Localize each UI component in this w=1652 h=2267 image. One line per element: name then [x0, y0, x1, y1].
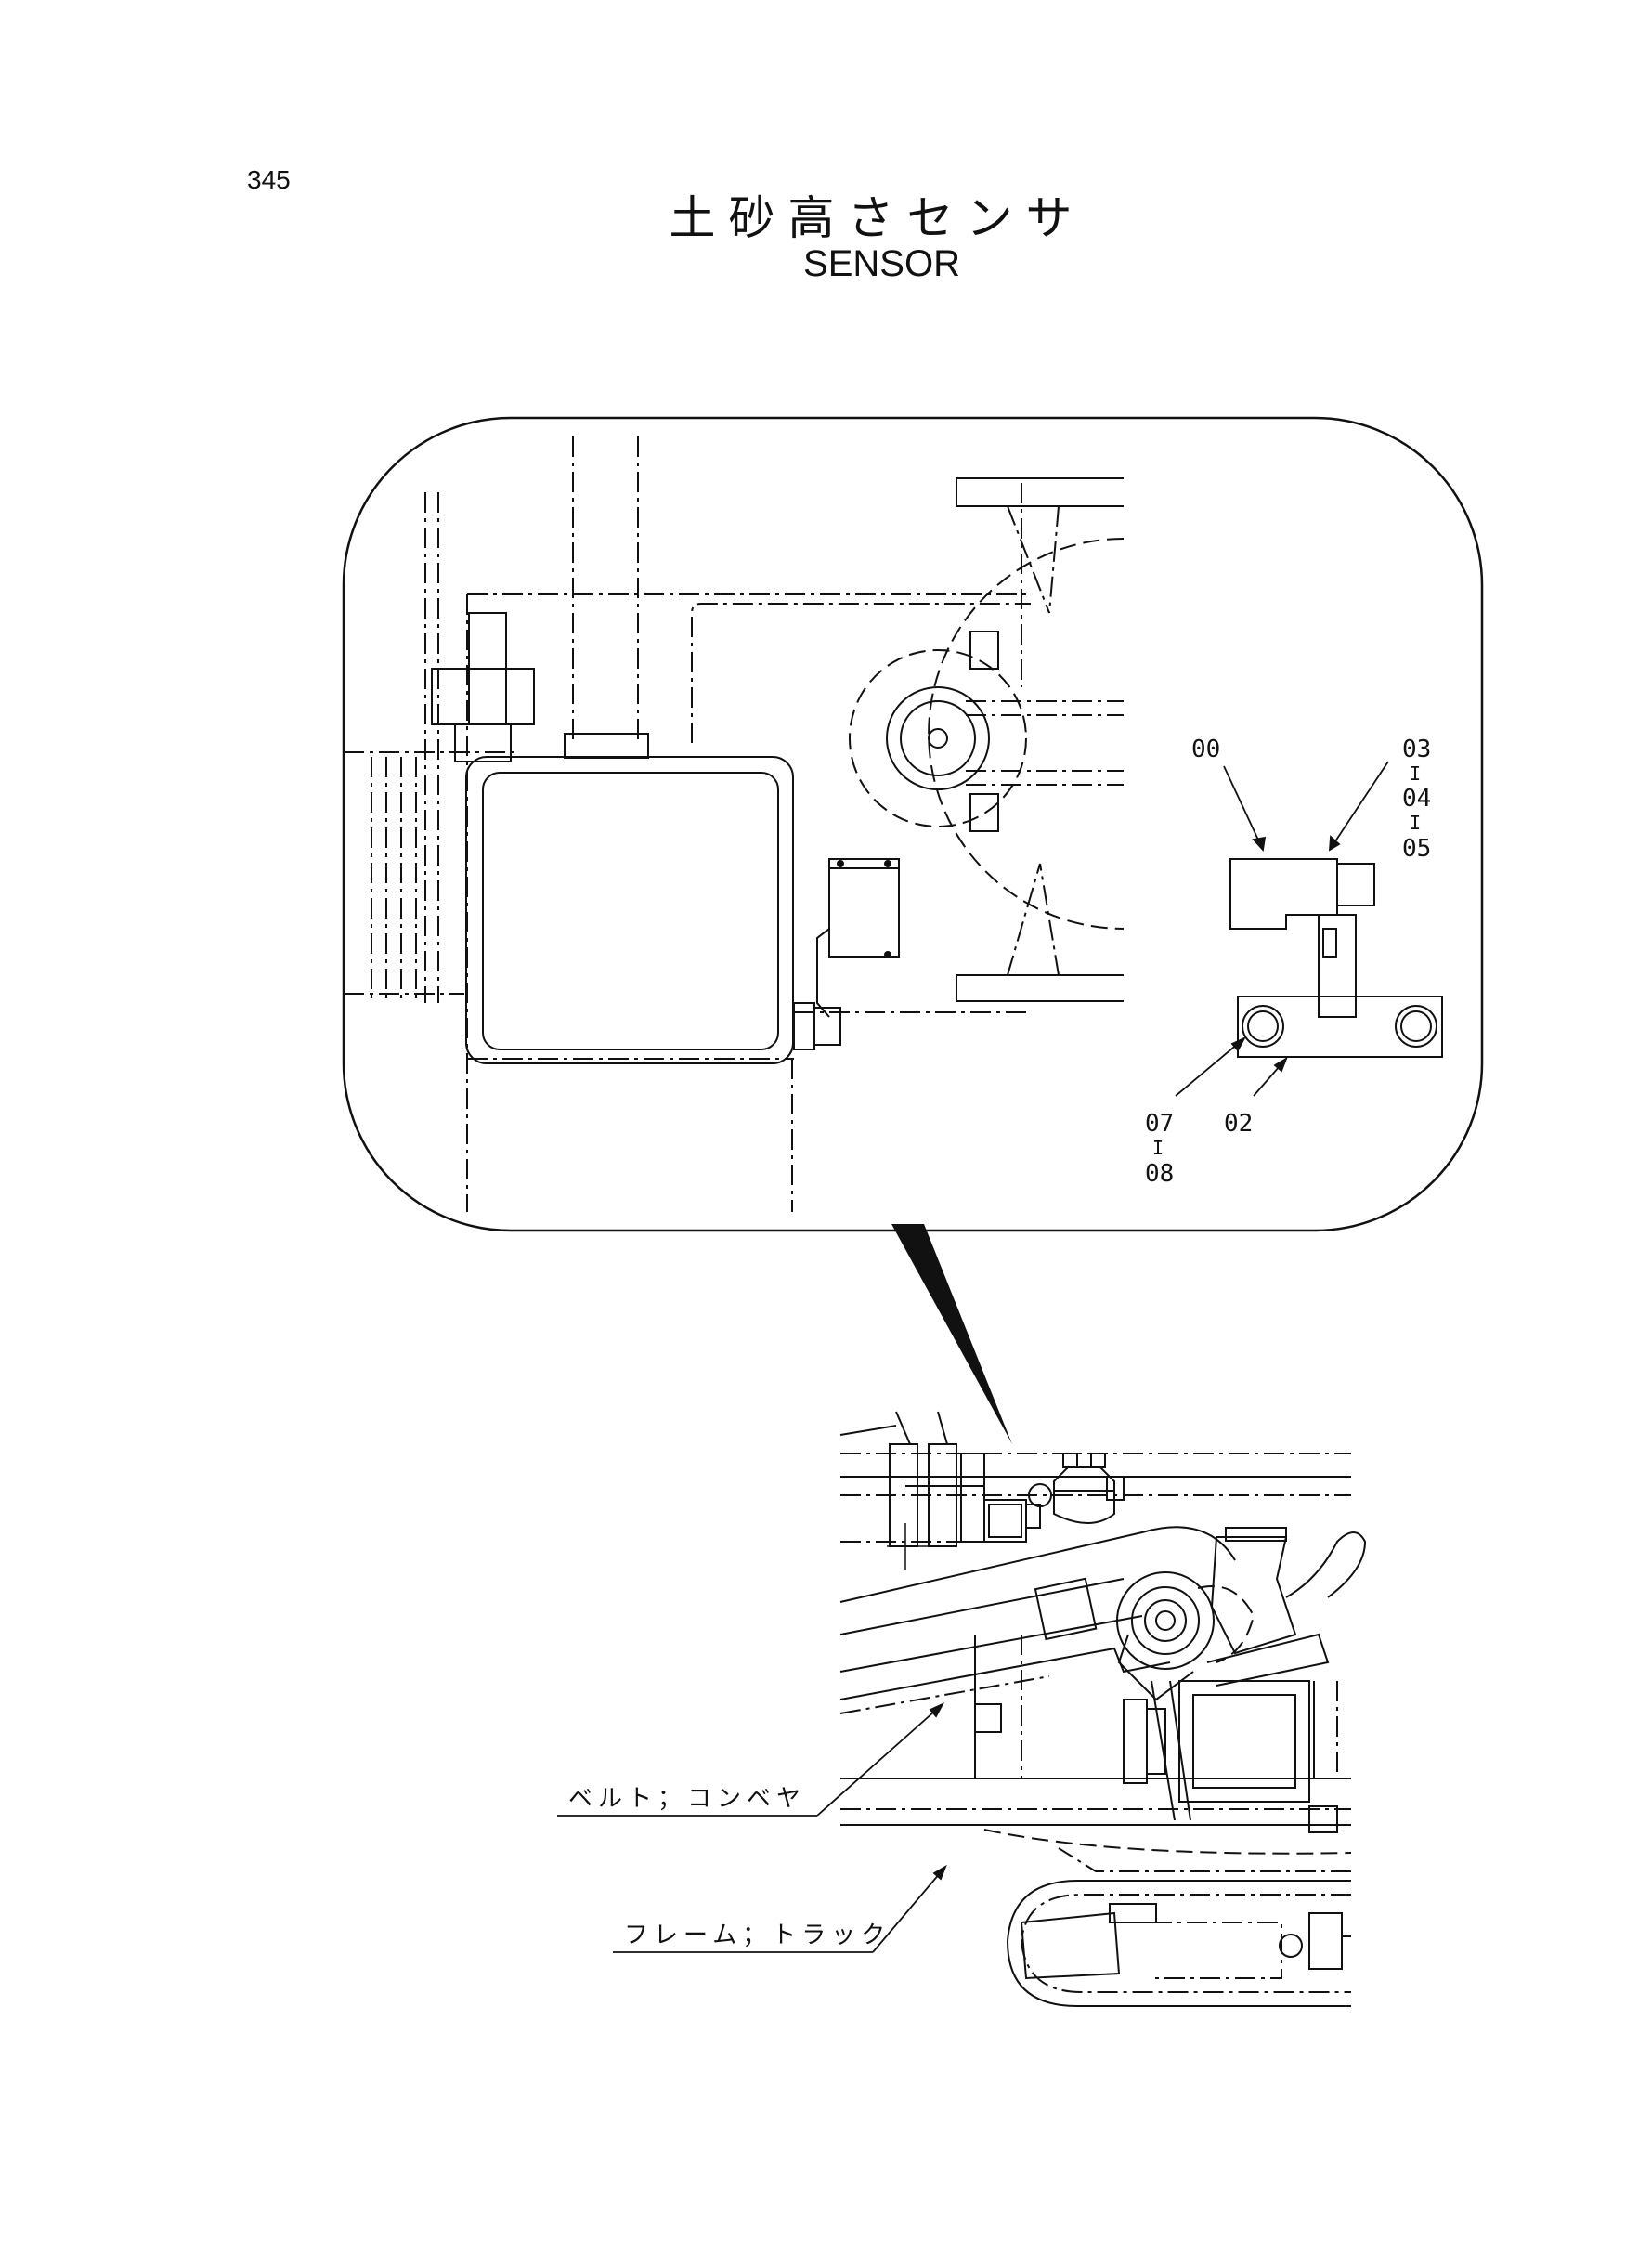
label-leaders: [557, 1702, 947, 1953]
detail-frame: [342, 416, 1484, 1232]
discharge-chute: [1206, 1527, 1367, 1687]
label-frame-track: フレーム；トラック: [624, 1922, 891, 1949]
page-title-english: SENSOR: [803, 243, 960, 284]
callout-03: 03: [1402, 736, 1431, 763]
sensor-detail: [1229, 858, 1443, 1058]
detail-view: [342, 416, 1484, 1232]
left-frame-lines: [424, 436, 793, 1212]
left-tower: [839, 1411, 985, 1547]
callout-05: 05: [1402, 835, 1431, 863]
crosshair-marker: [887, 1523, 929, 1570]
drum-outline: [928, 538, 1125, 930]
callout-02: 02: [1224, 1110, 1253, 1138]
callout-dash-3: I: [1152, 1137, 1164, 1159]
callout-dash-2: I: [1410, 812, 1421, 834]
sensor-mounted: [793, 858, 900, 1050]
left-mount-block: [371, 612, 535, 998]
callout-dash-1: I: [1410, 762, 1421, 785]
drive-gear-stack: [1123, 1680, 1191, 1821]
hopper-box-outer: [465, 756, 794, 1064]
pulley: [849, 631, 1027, 832]
track-frame: [840, 1635, 1352, 1872]
upper-beam: [691, 477, 1124, 1002]
label-belt-conveyor: ベルト；コンベヤ: [568, 1785, 806, 1813]
leader-lines: [1175, 761, 1389, 1097]
structure-lines: [344, 593, 1031, 1060]
conveyor-belt: [839, 1526, 1236, 1733]
callout-07: 07: [1145, 1110, 1174, 1138]
crawler-track: [1006, 1880, 1351, 2007]
callout-numbers: 00 03 I 04 I 05 07 02 I 08: [1145, 736, 1431, 1188]
page-number: 345: [247, 165, 291, 194]
page-title-japanese: 土砂高さセンサ: [669, 191, 1086, 245]
head-pulley: [1116, 1571, 1255, 1701]
drum-guide-lines: [966, 483, 1124, 786]
callout-00: 00: [1191, 736, 1220, 763]
detail-pointer: [891, 1224, 1012, 1444]
hopper-top-plate: [564, 733, 649, 759]
callout-04: 04: [1402, 785, 1431, 813]
overview-view: [557, 1411, 1367, 2007]
callout-08: 08: [1145, 1160, 1174, 1188]
hopper-box-inner: [482, 772, 779, 1050]
top-gear-unit: [983, 1453, 1125, 1543]
